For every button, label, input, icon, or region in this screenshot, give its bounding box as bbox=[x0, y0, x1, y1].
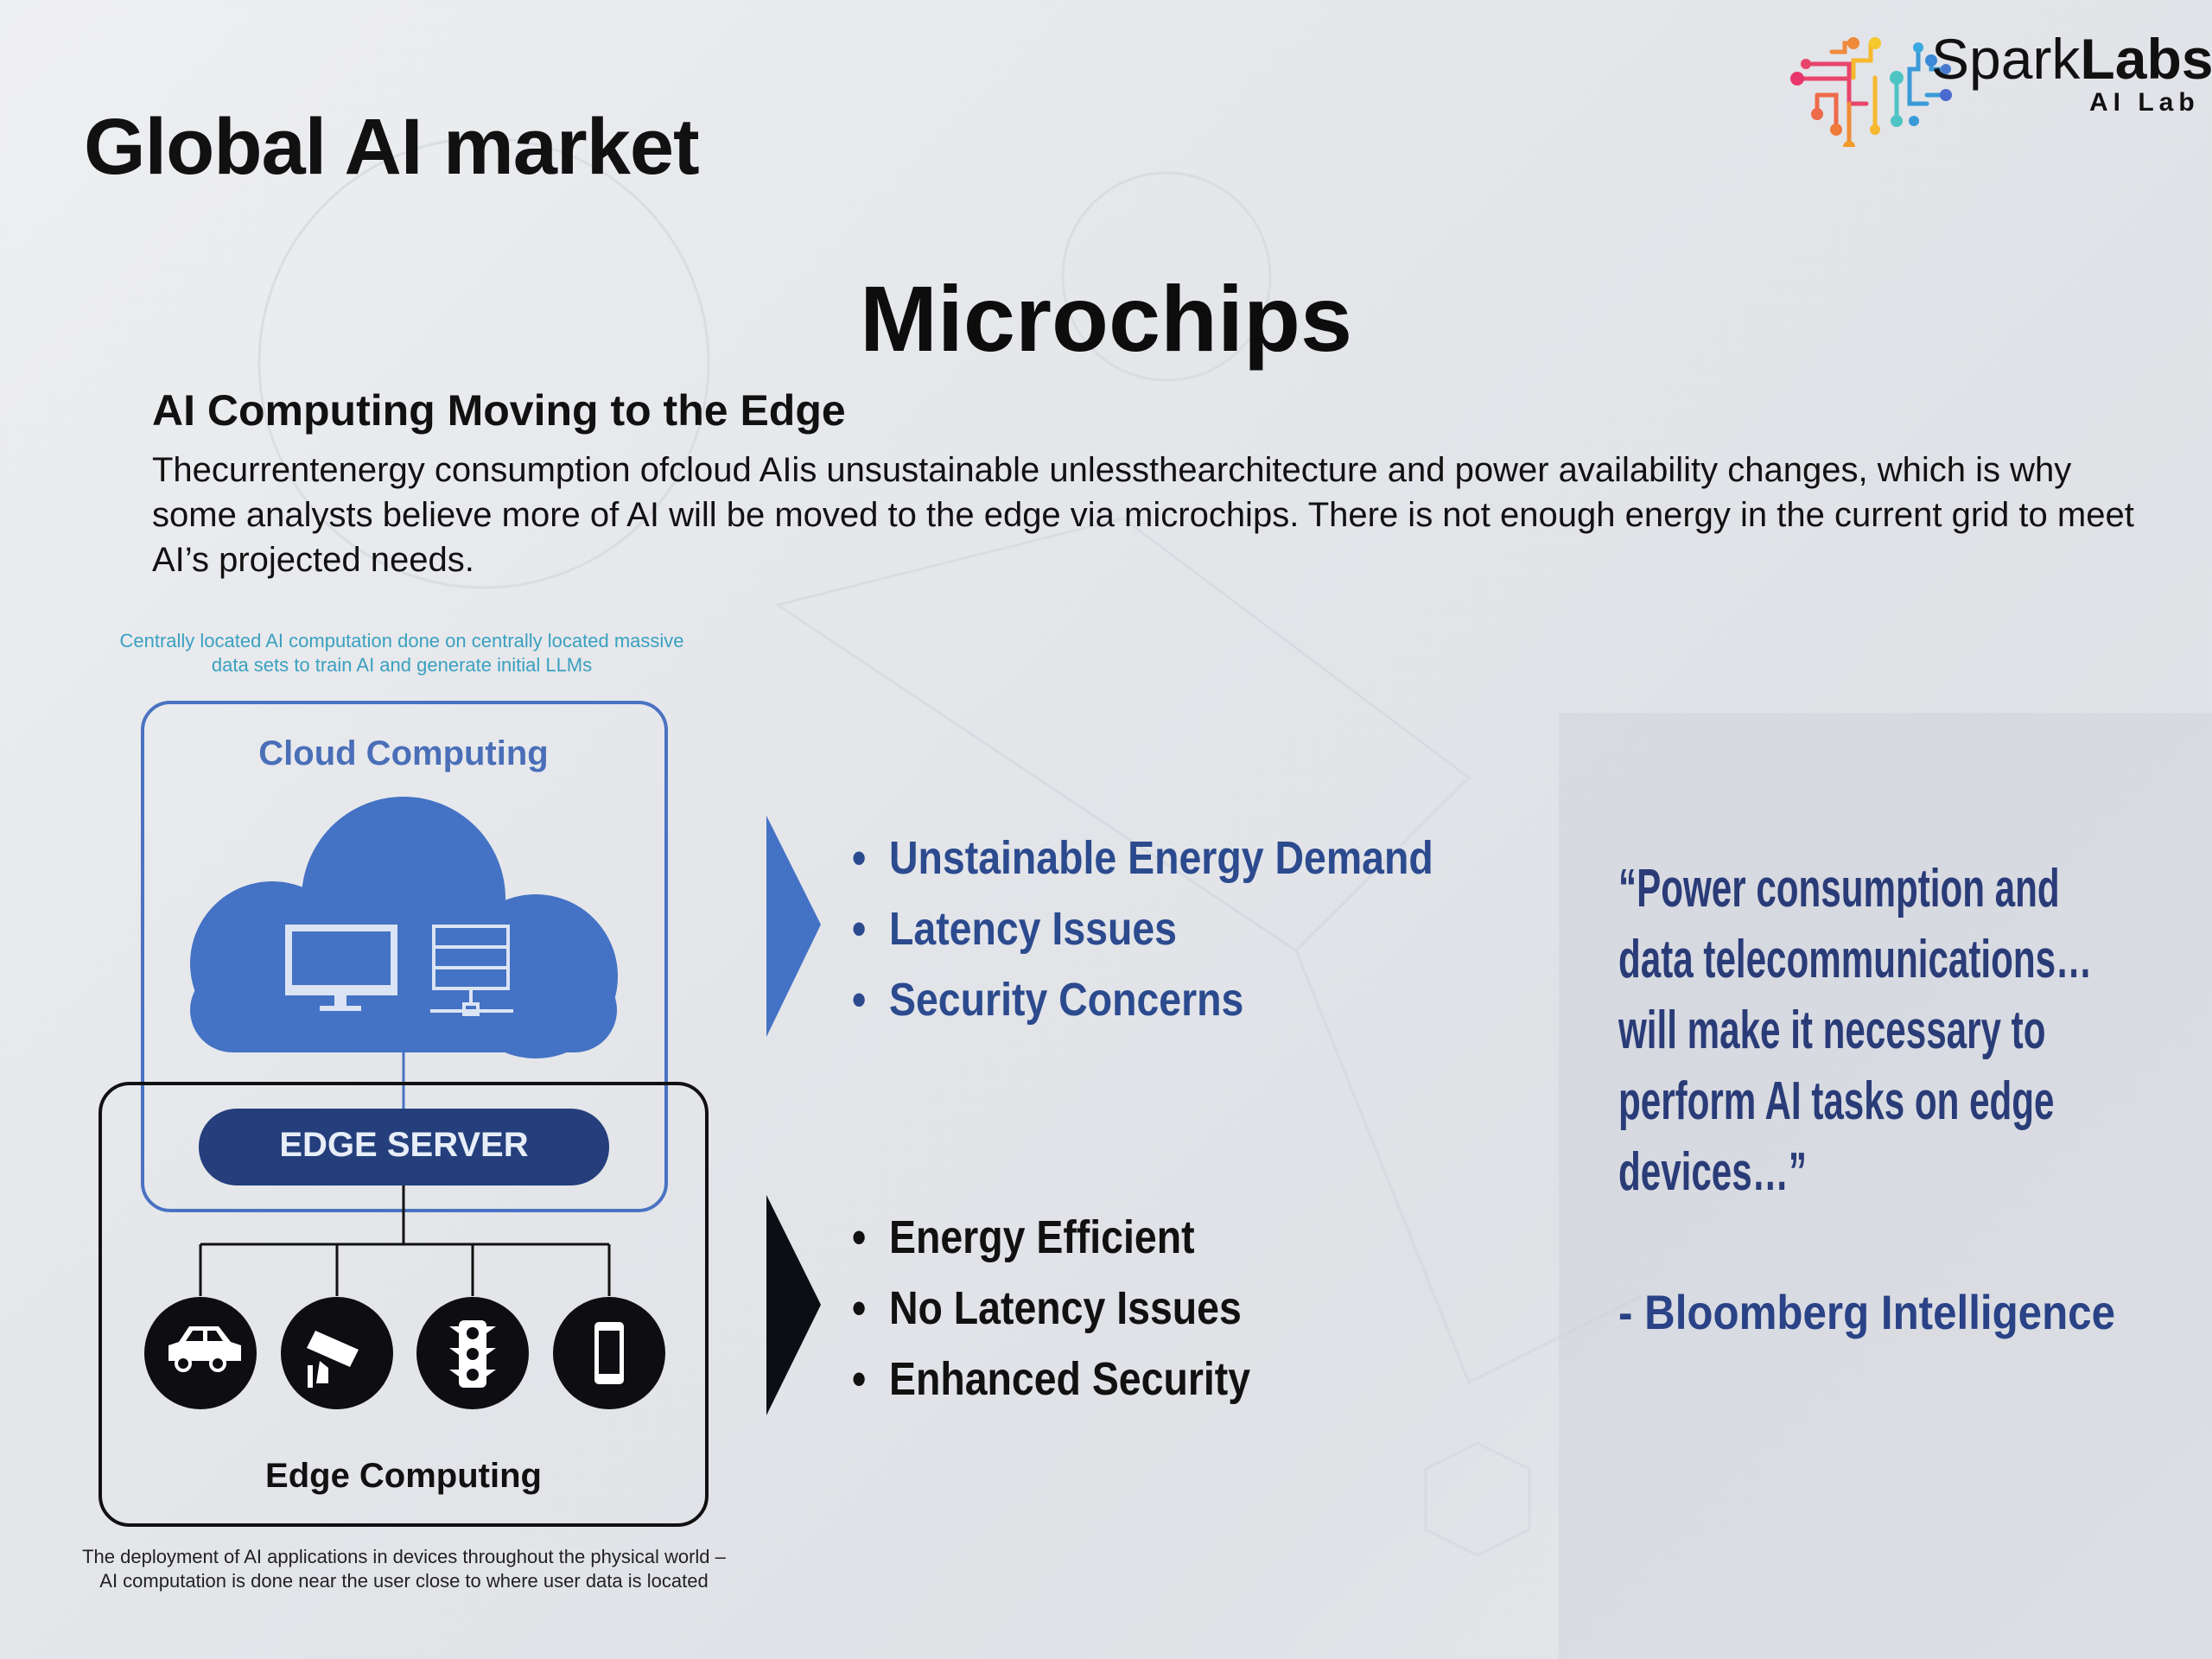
server-icon bbox=[430, 925, 513, 1016]
section-title: Microchips bbox=[859, 266, 1353, 371]
cloud-issues-list: •Unstainable Energy Demand •Latency Issu… bbox=[852, 823, 1433, 1035]
quote-line: perform AI tasks on edge bbox=[1618, 1071, 2055, 1131]
cloud-computing-label: Cloud Computing bbox=[258, 734, 549, 772]
edge-computing-label: Edge Computing bbox=[265, 1457, 542, 1495]
logo-subtitle: AI Lab bbox=[2089, 88, 2200, 117]
quote-line: “Power consumption and bbox=[1618, 859, 2060, 918]
cloud-edge-diagram bbox=[99, 701, 821, 1527]
cloud-issues-arrow-icon bbox=[766, 816, 821, 1037]
logo-wordmark: SparkLabs bbox=[1931, 27, 2212, 91]
edge-caption: The deployment of AI applications in dev… bbox=[52, 1545, 756, 1593]
list-item: •Unstainable Energy Demand bbox=[852, 832, 1433, 884]
cloud-icon bbox=[190, 797, 618, 1058]
list-item: •Latency Issues bbox=[852, 903, 1177, 955]
monitor-icon bbox=[285, 925, 397, 1011]
sparklabs-logo-icon bbox=[1790, 37, 1952, 147]
edge-benefits-arrow-icon bbox=[766, 1195, 821, 1415]
list-item: •Security Concerns bbox=[852, 974, 1244, 1026]
quote-panel bbox=[1559, 713, 2212, 1659]
intro-paragraph: Thecurrentenergy consumption ofcloud AIi… bbox=[152, 451, 2134, 579]
subheading: AI Computing Moving to the Edge bbox=[152, 386, 846, 435]
traffic-light-icon bbox=[449, 1320, 496, 1388]
page-title: Global AI market bbox=[84, 103, 700, 191]
edge-caption-line: AI computation is done near the user clo… bbox=[99, 1570, 709, 1592]
cloud-caption-line: Centrally located AI computation done on… bbox=[119, 630, 684, 652]
security-camera-icon bbox=[307, 1331, 359, 1388]
quote-attribution: - Bloomberg Intelligence bbox=[1618, 1285, 2115, 1339]
cloud-caption-line: data sets to train AI and generate initi… bbox=[211, 654, 593, 676]
edge-server-pill bbox=[199, 1109, 609, 1185]
list-item: •Energy Efficient bbox=[852, 1211, 1195, 1263]
quote-line: devices…” bbox=[1618, 1142, 1807, 1202]
quote-text: “Power consumption and data telecommunic… bbox=[1618, 854, 2092, 1208]
quote-line: data telecommunications… bbox=[1618, 930, 2093, 989]
list-item: •Enhanced Security bbox=[852, 1353, 1251, 1405]
cloud-caption: Centrally located AI computation done on… bbox=[95, 629, 709, 677]
edge-benefits-list: •Energy Efficient •No Latency Issues •En… bbox=[852, 1202, 1250, 1414]
quote-line: will make it necessary to bbox=[1618, 1001, 2046, 1060]
car-icon bbox=[168, 1326, 241, 1372]
list-item: •No Latency Issues bbox=[852, 1282, 1242, 1334]
edge-computing-box bbox=[99, 1082, 709, 1527]
edge-server-label: EDGE SERVER bbox=[279, 1126, 529, 1164]
smartphone-icon bbox=[594, 1322, 624, 1384]
edge-caption-line: The deployment of AI applications in dev… bbox=[82, 1546, 726, 1567]
